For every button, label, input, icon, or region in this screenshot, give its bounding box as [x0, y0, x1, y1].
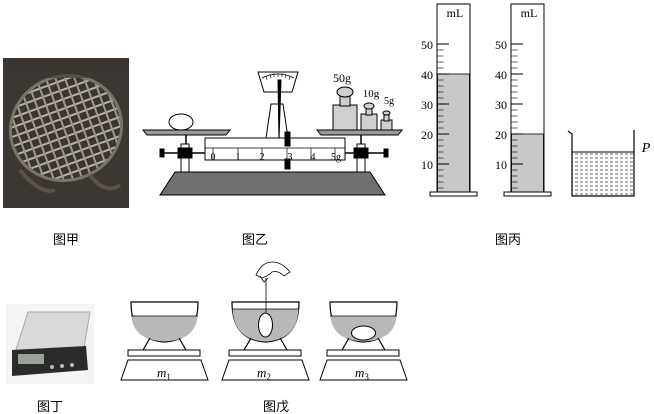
setup-m1 [120, 301, 209, 381]
basket-photo [3, 58, 129, 208]
beam-tick-5g: 5g [331, 152, 341, 163]
cylinder-left-tick-30: 30 [421, 98, 433, 112]
setup-m2 [221, 261, 310, 381]
cylinder-left-tick-40: 40 [421, 68, 433, 82]
beam-tick-0: 0 [211, 152, 216, 163]
caption-yi: 图乙 [242, 233, 268, 248]
cylinder-right-unit: mL [521, 6, 538, 20]
beam-tick-1: 1 [236, 152, 241, 163]
cylinder-left-tick-10: 10 [421, 158, 433, 172]
weight-label-50g: 50g [333, 71, 351, 85]
caption-wu: 图戊 [263, 400, 289, 414]
scale-label-m3: m3 [355, 365, 369, 382]
cylinder-right-tick-50: 50 [495, 38, 507, 52]
scale-label-m2: m2 [257, 365, 271, 382]
cylinder-right [503, 3, 552, 197]
cylinder-right-tick-10: 10 [495, 158, 507, 172]
cylinder-left [429, 3, 478, 197]
setup-m3 [319, 301, 408, 381]
cylinder-right-tick-20: 20 [495, 128, 507, 142]
beam-tick-3: 3 [288, 152, 293, 163]
caption-jia: 图甲 [53, 233, 79, 248]
caption-ding: 图丁 [37, 400, 63, 414]
beam-tick-4: 4 [311, 152, 316, 163]
weight-label-5g: 5g [384, 96, 394, 107]
cylinder-right-tick-30: 30 [495, 98, 507, 112]
beam-tick-2: 2 [260, 152, 265, 163]
balance-scale [141, 71, 404, 196]
digital-scale-photo [6, 304, 94, 384]
scale-label-m1: m1 [157, 365, 171, 382]
cylinder-left-tick-20: 20 [421, 128, 433, 142]
cylinder-left-unit: mL [447, 6, 464, 20]
beaker-label-p: P [641, 141, 651, 156]
cylinder-left-tick-50: 50 [421, 38, 433, 52]
beaker-p [567, 130, 635, 197]
weight-label-10g: 10g [363, 88, 380, 100]
caption-bing: 图丙 [495, 233, 521, 248]
cylinder-right-tick-40: 40 [495, 68, 507, 82]
